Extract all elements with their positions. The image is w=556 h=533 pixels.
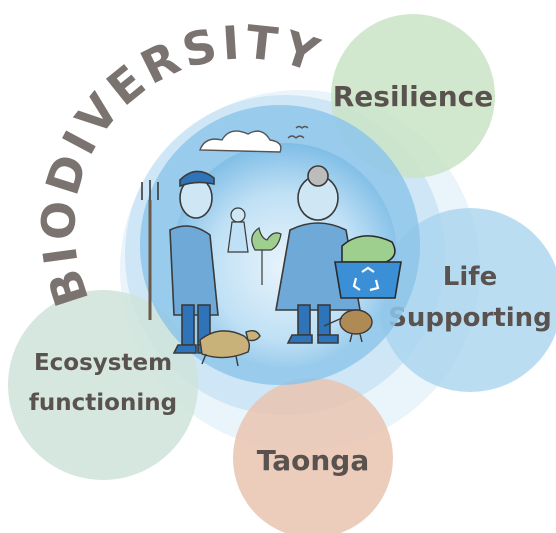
- svg-text:Supporting: Supporting: [388, 303, 552, 333]
- svg-text:Resilience: Resilience: [333, 80, 494, 113]
- taonga-bubble: Taonga: [233, 378, 393, 533]
- life-label: Life: [443, 262, 497, 292]
- svg-text:Taonga: Taonga: [257, 444, 370, 477]
- ecosystem-label: Ecosystem: [34, 350, 172, 376]
- svg-text:functioning: functioning: [29, 390, 177, 416]
- supporting-label: Supporting: [388, 303, 552, 333]
- recycle-bin-illustration: [334, 235, 402, 299]
- plants-illustration: [227, 207, 282, 285]
- recycle-icon: [352, 266, 380, 292]
- life-supporting-bubble: Life Supporting: [378, 208, 556, 392]
- kiwi-bird-illustration: [323, 309, 373, 343]
- svg-text:Life: Life: [443, 262, 497, 292]
- svg-text:Ecosystem: Ecosystem: [34, 350, 172, 376]
- resilience-label: Resilience: [333, 80, 494, 113]
- functioning-label: functioning: [29, 390, 177, 416]
- cloud-illustration: [199, 130, 282, 153]
- ecosystem-functioning-bubble: Ecosystem functioning: [8, 290, 198, 480]
- resilience-bubble: Resilience: [331, 14, 495, 178]
- birds-illustration: [287, 125, 309, 139]
- taonga-label: Taonga: [257, 444, 370, 477]
- dog-illustration: [199, 329, 261, 367]
- farmer-figure: [141, 170, 219, 354]
